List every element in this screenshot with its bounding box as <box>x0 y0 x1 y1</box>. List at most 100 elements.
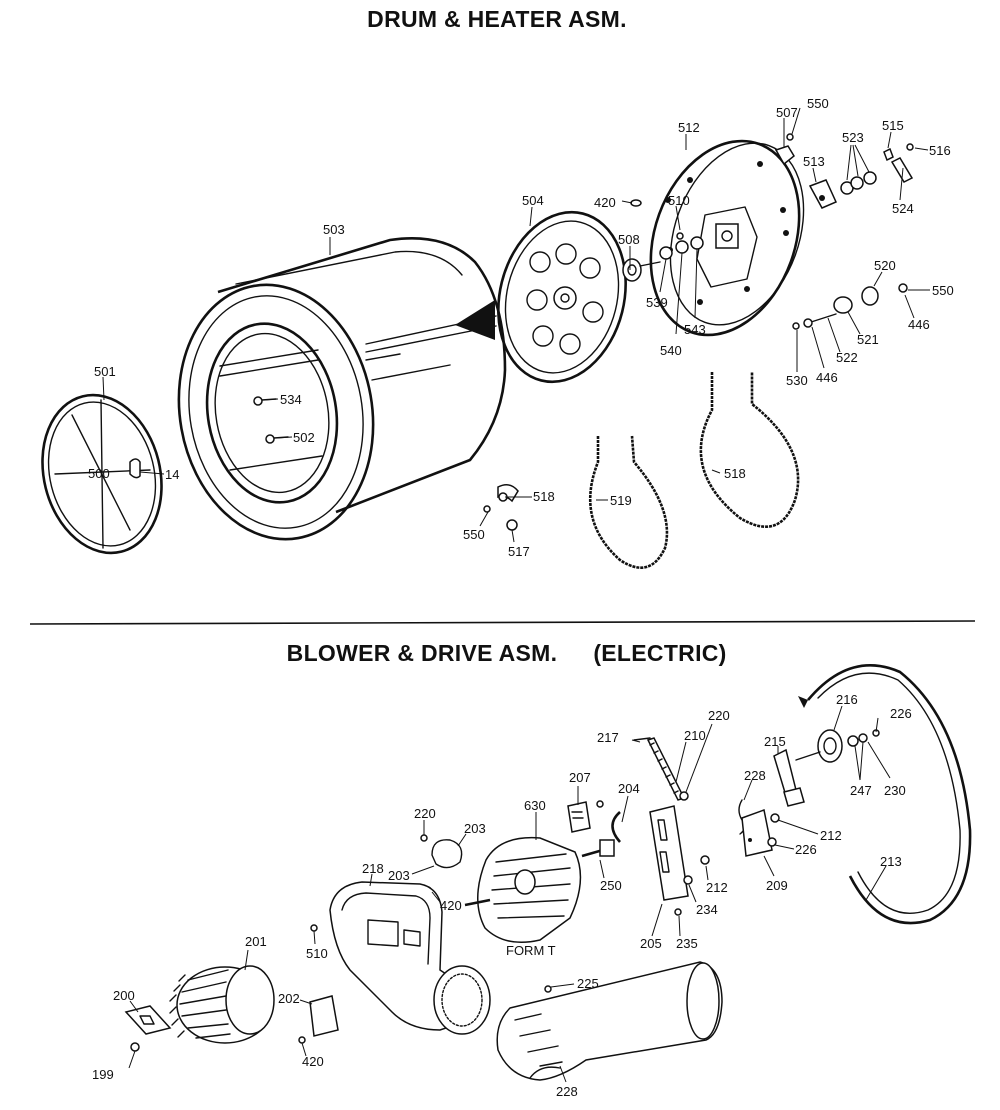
motor-mount-205 <box>649 805 710 916</box>
label-519: 519 <box>610 493 632 508</box>
label-247: 247 <box>850 783 872 798</box>
blower-housing-218 <box>310 881 491 1035</box>
label-235: 235 <box>676 936 698 951</box>
label-213: 213 <box>880 854 902 869</box>
label-200: 200 <box>113 988 135 1003</box>
label-228-spring: 228 <box>744 768 766 783</box>
blower-drive-subtitle: (ELECTRIC) <box>593 640 726 666</box>
bottom-labels: 217 210 220 207 630 204 220 203 203 420 … <box>92 692 912 1099</box>
label-507: 507 <box>776 105 798 120</box>
belt-guide-204 <box>611 811 621 843</box>
label-14: 14 <box>165 467 179 482</box>
idler-pulley-216 <box>817 729 880 763</box>
bearing-508 <box>622 258 661 282</box>
drum <box>177 237 507 541</box>
label-203-left: 203 <box>388 868 410 883</box>
label-500: 500 <box>88 466 110 481</box>
label-504: 504 <box>522 193 544 208</box>
label-250: 250 <box>600 878 622 893</box>
label-534: 534 <box>280 392 302 407</box>
label-501: 501 <box>94 364 116 379</box>
label-203-right: 203 <box>464 821 486 836</box>
bracket-200 <box>124 1005 172 1052</box>
label-228-duct: 228 <box>556 1084 578 1099</box>
sensor-hardware <box>792 283 908 330</box>
label-550-top: 550 <box>807 96 829 111</box>
blower-wheel-201 <box>169 965 275 1044</box>
label-212-bracket: 212 <box>820 828 842 843</box>
clamp-203 <box>420 834 463 894</box>
label-517: 517 <box>508 544 530 559</box>
label-508: 508 <box>618 232 640 247</box>
label-226-bracket: 226 <box>795 842 817 857</box>
label-202: 202 <box>278 991 300 1006</box>
label-220-left: 220 <box>414 806 436 821</box>
idler-arm-215 <box>738 748 821 835</box>
blower-drive-title: BLOWER & DRIVE ASM. <box>287 640 558 666</box>
label-446-right: 446 <box>908 317 930 332</box>
tension-spring <box>633 737 689 801</box>
label-520: 520 <box>874 258 896 273</box>
label-510-blower: 510 <box>306 946 328 961</box>
exhaust-duct-228 <box>496 961 723 1081</box>
label-524: 524 <box>892 201 914 216</box>
label-420-bottom: 420 <box>302 1054 324 1069</box>
label-523: 523 <box>842 130 864 145</box>
label-226-top: 226 <box>890 706 912 721</box>
label-446-left: 446 <box>816 370 838 385</box>
label-516: 516 <box>929 143 951 158</box>
label-220-top: 220 <box>708 708 730 723</box>
thermostat-hardware <box>774 133 914 209</box>
label-218: 218 <box>362 861 384 876</box>
drive-belt-213 <box>798 664 972 925</box>
label-543: 543 <box>684 322 706 337</box>
label-540: 540 <box>660 343 682 358</box>
top-leaders <box>102 107 930 543</box>
label-512: 512 <box>678 120 700 135</box>
section-divider <box>29 620 976 625</box>
label-630: 630 <box>524 798 546 813</box>
label-539: 539 <box>646 295 668 310</box>
label-234: 234 <box>696 902 718 917</box>
bracket-209 <box>741 808 780 857</box>
label-518-element: 518 <box>724 466 746 481</box>
label-209: 209 <box>766 878 788 893</box>
label-513: 513 <box>803 154 825 169</box>
label-207: 207 <box>569 770 591 785</box>
label-550-right: 550 <box>932 283 954 298</box>
label-550-lower: 550 <box>463 527 485 542</box>
label-204: 204 <box>618 781 640 796</box>
label-230: 230 <box>884 783 906 798</box>
cover-202 <box>298 995 339 1044</box>
label-216: 216 <box>836 692 858 707</box>
switch-207 <box>567 800 604 833</box>
drum-heater-title: DRUM & HEATER ASM. <box>367 6 627 32</box>
label-420-motor: 420 <box>440 898 462 913</box>
label-510: 510 <box>668 193 690 208</box>
label-205: 205 <box>640 936 662 951</box>
label-521: 521 <box>857 332 879 347</box>
bracket-518 <box>483 484 519 531</box>
label-215: 215 <box>764 734 786 749</box>
heater-plate <box>649 139 805 337</box>
label-form-t: FORM T <box>506 943 556 958</box>
label-502: 502 <box>293 430 315 445</box>
rear-drum-head <box>497 210 627 384</box>
label-210: 210 <box>684 728 706 743</box>
label-503: 503 <box>323 222 345 237</box>
heater-element-519 <box>588 435 669 569</box>
label-225: 225 <box>577 976 599 991</box>
label-518: 518 <box>533 489 555 504</box>
label-515: 515 <box>882 118 904 133</box>
front-seal-assembly <box>41 393 163 555</box>
heater-element-518 <box>699 372 800 528</box>
label-217: 217 <box>597 730 619 745</box>
bottom-leaders <box>128 705 891 1083</box>
label-420: 420 <box>594 195 616 210</box>
label-212-mount: 212 <box>706 880 728 895</box>
heater-plate-hardware <box>659 232 704 260</box>
bolt-420 <box>630 199 642 207</box>
label-530: 530 <box>786 373 808 388</box>
drum-fasteners <box>253 396 289 444</box>
label-199: 199 <box>92 1067 114 1082</box>
